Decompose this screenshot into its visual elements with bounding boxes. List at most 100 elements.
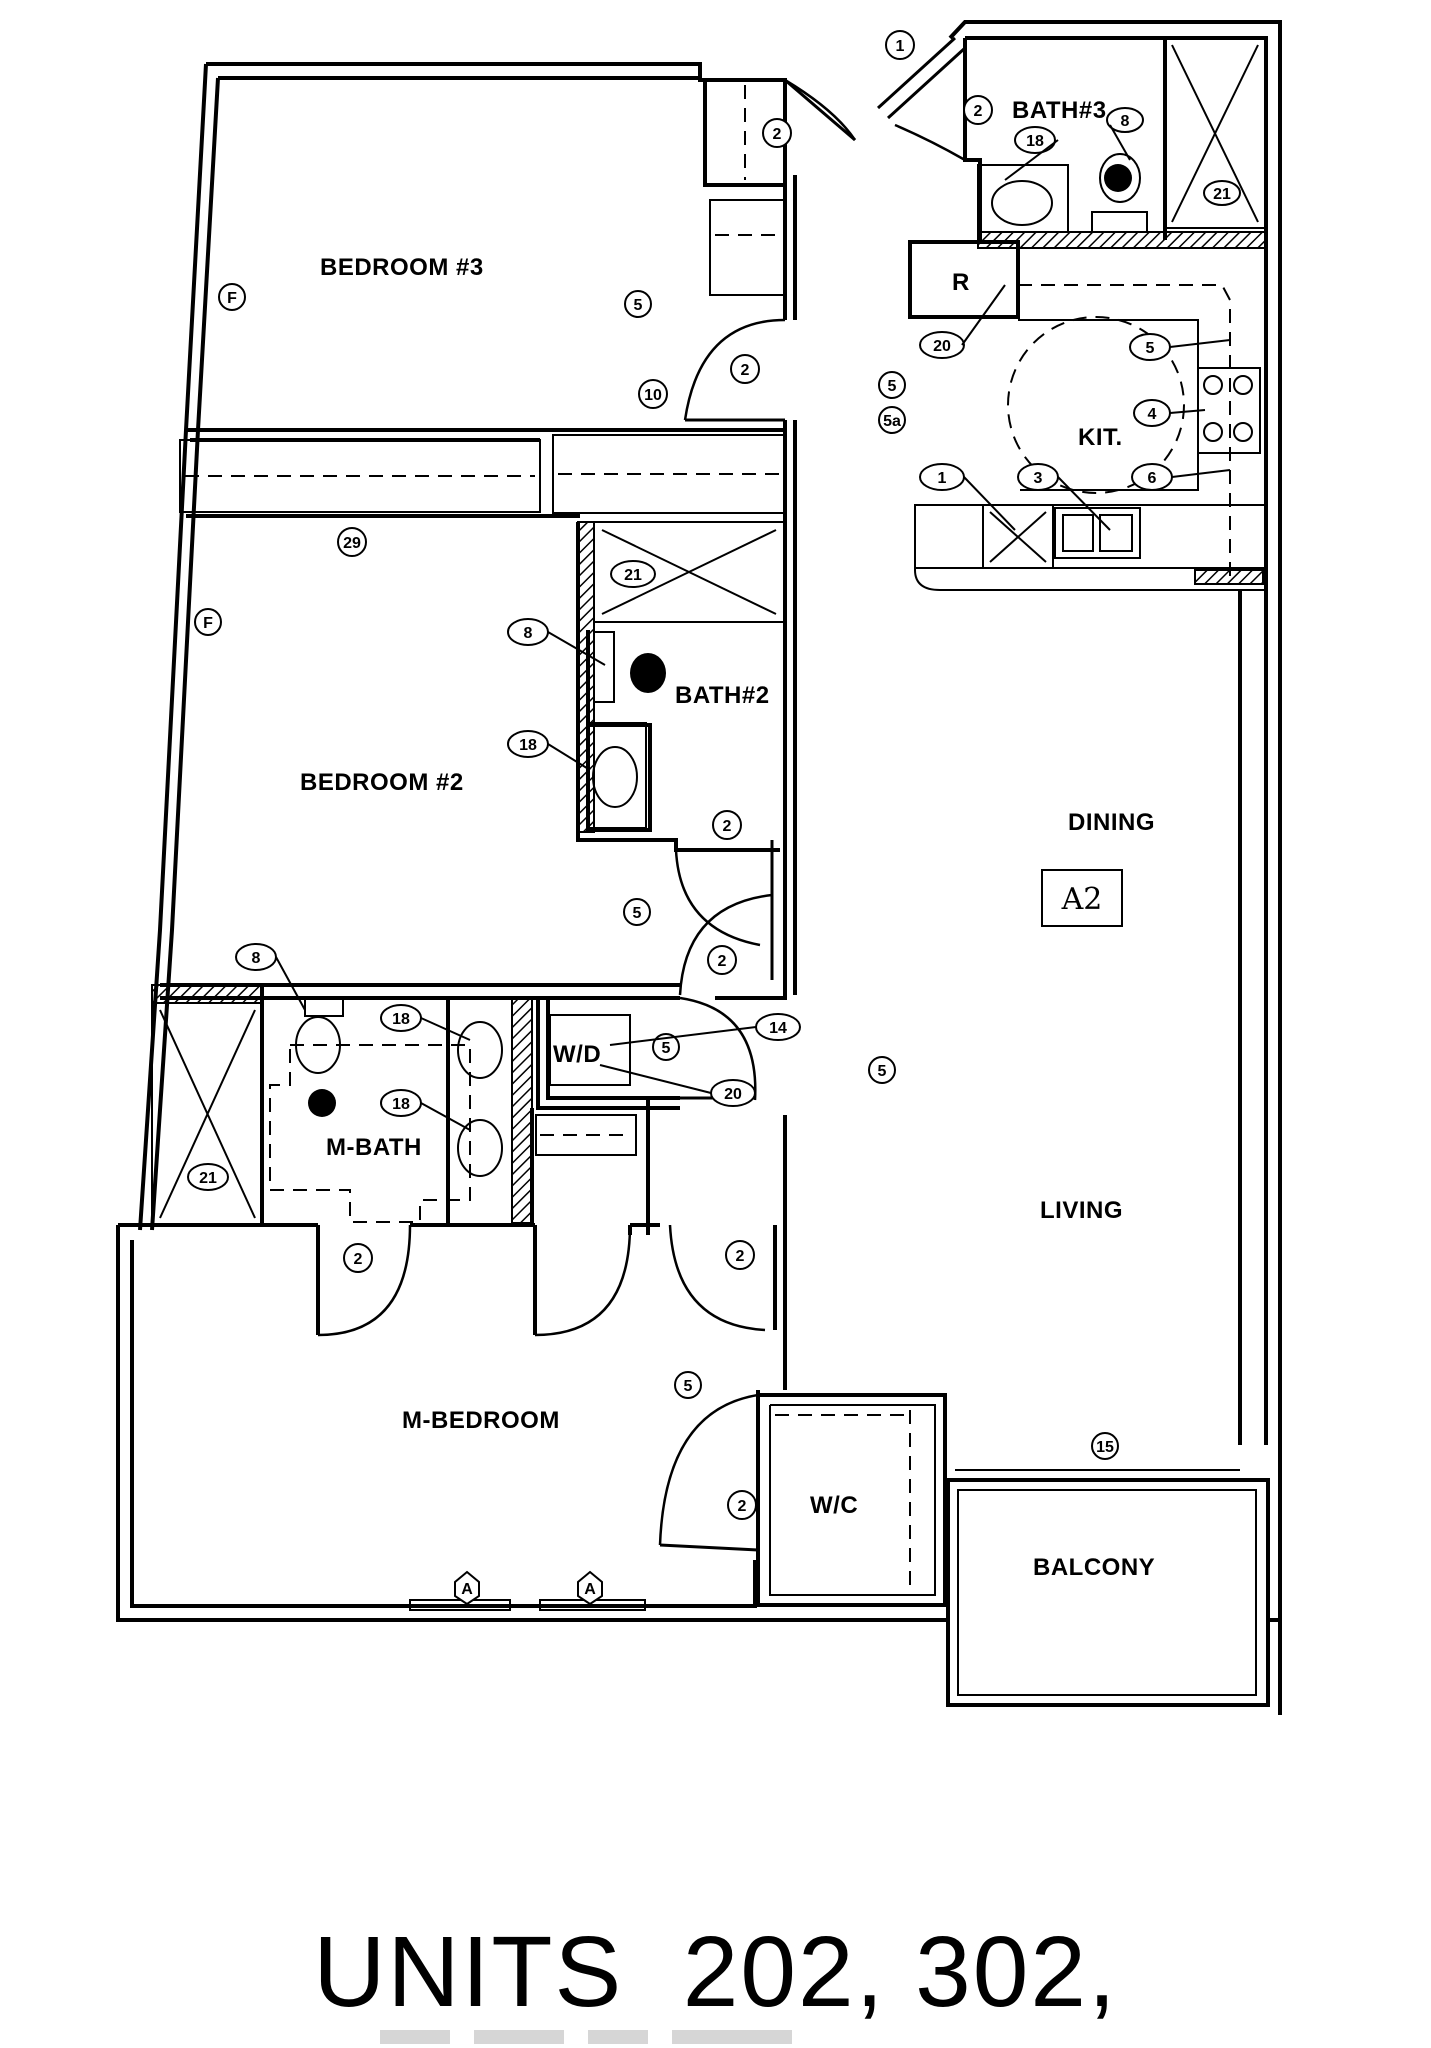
svg-text:10: 10: [644, 387, 662, 404]
tag: 21: [1203, 180, 1241, 206]
tag: A: [577, 1570, 603, 1606]
svg-text:14: 14: [769, 1020, 787, 1037]
tag: 1: [885, 30, 915, 60]
label-wc: W/C: [810, 1492, 858, 1519]
svg-text:20: 20: [724, 1086, 742, 1103]
label-dining: DINING: [1068, 809, 1155, 836]
tag: 4: [1133, 399, 1171, 427]
tag: 20: [710, 1079, 756, 1107]
kitchen-fixtures: [908, 240, 1267, 591]
tag: 5: [868, 1056, 896, 1084]
svg-text:2: 2: [773, 126, 782, 143]
units-caption: UNITS 202, 302,: [313, 1916, 1118, 2028]
unit-code-box: A2: [1041, 869, 1123, 927]
tag: 18: [380, 1004, 422, 1032]
svg-text:A: A: [584, 1581, 596, 1598]
tag: 2: [727, 1490, 757, 1520]
svg-text:5: 5: [1146, 340, 1155, 357]
tag: 2: [707, 945, 737, 975]
svg-text:1: 1: [938, 470, 947, 487]
tag: 6: [1131, 463, 1173, 491]
exterior-walls: [116, 20, 1282, 1715]
svg-text:29: 29: [343, 535, 361, 552]
svg-text:18: 18: [1026, 133, 1044, 150]
label-bath3: BATH#3: [1012, 97, 1107, 124]
svg-text:1: 1: [896, 38, 905, 55]
room-labels: BEDROOM #3 BEDROOM #2 BATH#3 BATH#2 KIT.…: [300, 97, 1155, 1581]
tag: 10: [638, 379, 668, 409]
svg-text:2: 2: [718, 953, 727, 970]
label-mbedroom: M-BEDROOM: [402, 1407, 560, 1434]
svg-text:21: 21: [624, 567, 642, 584]
tag: 3: [1017, 463, 1059, 491]
tag: 5: [623, 898, 651, 926]
svg-text:8: 8: [524, 625, 533, 642]
tag: 2: [762, 118, 792, 148]
svg-text:18: 18: [519, 737, 537, 754]
svg-text:5: 5: [662, 1040, 671, 1057]
svg-text:5: 5: [684, 1378, 693, 1395]
svg-text:2: 2: [354, 1251, 363, 1268]
tag: 5: [652, 1033, 680, 1061]
tag: 2: [725, 1240, 755, 1270]
tag: 14: [755, 1013, 801, 1041]
label-refrigerator: R: [952, 269, 970, 296]
svg-text:18: 18: [392, 1011, 410, 1028]
caption-second-line-cropped: [380, 2030, 900, 2048]
tag: 15: [1091, 1432, 1119, 1460]
tag: 5: [674, 1371, 702, 1399]
label-balcony: BALCONY: [1033, 1554, 1155, 1581]
svg-text:15: 15: [1096, 1439, 1114, 1456]
tag: 29: [337, 527, 367, 557]
tag: 2: [712, 810, 742, 840]
svg-text:20: 20: [933, 338, 951, 355]
unit-code: A2: [1061, 882, 1103, 917]
svg-text:F: F: [203, 615, 213, 632]
tag: 18: [1014, 126, 1056, 154]
doors: [317, 36, 967, 1611]
label-kitchen: KIT.: [1078, 424, 1123, 451]
label-mbath: M-BATH: [326, 1134, 422, 1161]
tag: 2: [963, 95, 993, 125]
tag: A: [454, 1570, 480, 1606]
tag: 1: [919, 463, 965, 491]
tag: 21: [610, 560, 656, 588]
leader-lines: [275, 124, 1231, 1131]
svg-text:2: 2: [974, 103, 983, 120]
tag: 18: [507, 730, 549, 758]
tag: 5a: [878, 406, 906, 434]
svg-text:21: 21: [1213, 186, 1231, 203]
svg-text:2: 2: [741, 362, 750, 379]
svg-text:8: 8: [1121, 113, 1130, 130]
tag: 5: [1129, 333, 1171, 361]
svg-text:18: 18: [392, 1096, 410, 1113]
label-living: LIVING: [1040, 1197, 1123, 1224]
tag: 5: [624, 290, 652, 318]
svg-text:5a: 5a: [883, 413, 901, 430]
label-bedroom2: BEDROOM #2: [300, 769, 464, 796]
tag: 21: [187, 1163, 229, 1191]
svg-text:2: 2: [738, 1498, 747, 1515]
svg-text:8: 8: [252, 950, 261, 967]
svg-text:5: 5: [634, 297, 643, 314]
tag: 8: [507, 618, 549, 646]
svg-text:5: 5: [878, 1063, 887, 1080]
svg-text:5: 5: [633, 905, 642, 922]
tag: F: [218, 283, 246, 311]
tag: 2: [343, 1243, 373, 1273]
tag: 8: [235, 943, 277, 971]
tag: 20: [919, 331, 965, 359]
label-washer-dryer: W/D: [553, 1041, 601, 1068]
svg-text:3: 3: [1034, 470, 1043, 487]
svg-text:A: A: [461, 1581, 473, 1598]
tag: F: [194, 608, 222, 636]
tag: 8: [1106, 107, 1144, 133]
svg-text:5: 5: [888, 378, 897, 395]
svg-text:2: 2: [723, 818, 732, 835]
bath3-fixtures: [963, 37, 1267, 249]
bath-fixtures: [295, 164, 1132, 1177]
tag: 2: [730, 354, 760, 384]
svg-text:F: F: [227, 290, 237, 307]
svg-text:2: 2: [736, 1248, 745, 1265]
